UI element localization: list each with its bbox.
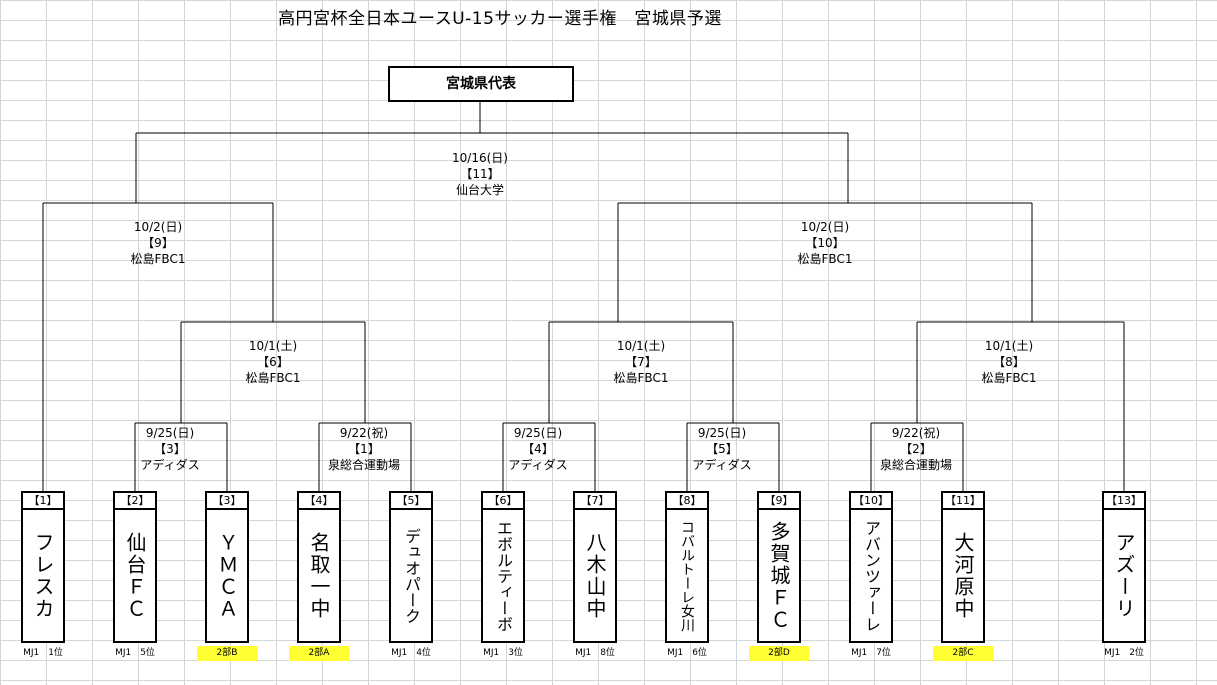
team-seed: 【7】 xyxy=(575,493,615,510)
team-box: 【9】 多賀城ＦＣ xyxy=(757,491,801,643)
team-box: 【13】 アズーリ xyxy=(1102,491,1146,643)
match-date: 9/22(祝) xyxy=(339,426,389,440)
team-box: 【2】 仙台ＦＣ xyxy=(113,491,157,643)
team-seed: 【9】 xyxy=(759,493,799,510)
team-name: アバンツァーレ xyxy=(862,519,881,632)
match-date: 10/1(土) xyxy=(248,339,298,353)
team-box: 【1】 フレスカ xyxy=(21,491,65,643)
team-box: 【10】 アバンツァーレ xyxy=(849,491,893,643)
match-number: 【3】 xyxy=(154,442,186,456)
match-number: 【8】 xyxy=(993,355,1025,369)
team-box: 【4】 名取一中 xyxy=(297,491,341,643)
match-label-9: 10/2(日) 【9】 松島FBC1 xyxy=(131,219,186,267)
team-seed: 【11】 xyxy=(943,493,983,510)
match-number: 【6】 xyxy=(257,355,289,369)
team-name: 八木山中 xyxy=(583,531,607,620)
team-box: 【3】 ＹＭＣＡ xyxy=(205,491,249,643)
match-venue: 泉総合運動場 xyxy=(879,458,953,472)
match-venue: 松島FBC1 xyxy=(245,371,301,385)
match-date: 10/16(日) xyxy=(452,151,508,165)
team-rank: MJ1 2位 xyxy=(1104,648,1144,658)
match-date: 10/1(土) xyxy=(984,339,1034,353)
match-venue: 仙台大学 xyxy=(455,183,505,197)
match-label-4: 9/25(日) 【4】 アディダス xyxy=(508,425,567,473)
team-name: コバルトーレ女川 xyxy=(679,519,695,632)
team-seed: 【8】 xyxy=(667,493,707,510)
team-box: 【7】 八木山中 xyxy=(573,491,617,643)
team-name: 多賀城ＦＣ xyxy=(767,520,791,631)
match-label-3: 9/25(日) 【3】 アディダス xyxy=(140,425,199,473)
team-name: フレスカ xyxy=(31,531,55,620)
team-seed: 【1】 xyxy=(23,493,63,510)
team-name: 大河原中 xyxy=(951,531,975,620)
match-number: 【4】 xyxy=(522,442,554,456)
match-label-2: 9/22(祝) 【2】 泉総合運動場 xyxy=(880,425,952,473)
team-seed: 【2】 xyxy=(115,493,155,510)
match-label-10: 10/2(日) 【10】 松島FBC1 xyxy=(798,219,853,267)
team-rank: 2部B xyxy=(197,646,257,661)
team-seed: 【5】 xyxy=(391,493,431,510)
team-name: 名取一中 xyxy=(307,531,331,620)
match-number: 【9】 xyxy=(142,236,174,250)
match-number: 【11】 xyxy=(460,167,500,181)
match-venue: アディダス xyxy=(508,458,568,472)
team-box: 【8】 コバルトーレ女川 xyxy=(665,491,709,643)
team-rank: MJ1 5位 xyxy=(115,648,155,658)
team-seed: 【3】 xyxy=(207,493,247,510)
match-date: 9/25(日) xyxy=(145,426,195,440)
team-rank: 2部A xyxy=(289,646,349,661)
match-number: 【1】 xyxy=(348,442,380,456)
match-venue: 松島FBC1 xyxy=(130,252,186,266)
team-name: 仙台ＦＣ xyxy=(123,531,147,620)
match-date: 10/2(日) xyxy=(133,220,183,234)
team-rank: 2部C xyxy=(933,646,993,661)
team-box: 【11】 大河原中 xyxy=(941,491,985,643)
match-label-7: 10/1(土) 【7】 松島FBC1 xyxy=(614,338,669,386)
match-venue: アディダス xyxy=(140,458,200,472)
team-seed: 【4】 xyxy=(299,493,339,510)
team-rank: MJ1 1位 xyxy=(23,648,63,658)
match-venue: 松島FBC1 xyxy=(613,371,669,385)
team-name: ＹＭＣＡ xyxy=(215,531,239,620)
match-label-11: 10/16(日) 【11】 仙台大学 xyxy=(452,150,508,198)
team-rank: MJ1 8位 xyxy=(575,648,615,658)
team-seed: 【10】 xyxy=(851,493,891,510)
match-number: 【7】 xyxy=(625,355,657,369)
match-date: 9/22(祝) xyxy=(891,426,941,440)
team-name: エボルティーボ xyxy=(494,519,513,632)
champion-box: 宮城県代表 xyxy=(388,66,574,102)
match-venue: 松島FBC1 xyxy=(981,371,1037,385)
match-date: 10/1(土) xyxy=(616,339,666,353)
match-date: 10/2(日) xyxy=(800,220,850,234)
match-number: 【10】 xyxy=(805,236,845,250)
match-venue: アディダス xyxy=(692,458,752,472)
match-label-5: 9/25(日) 【5】 アディダス xyxy=(692,425,751,473)
match-date: 9/25(日) xyxy=(697,426,747,440)
page-title: 高円宮杯全日本ユースU-15サッカー選手権 宮城県予選 xyxy=(278,9,722,29)
team-rank: 2部D xyxy=(749,646,809,661)
team-rank: MJ1 7位 xyxy=(851,648,891,658)
team-rank: MJ1 6位 xyxy=(667,648,707,658)
team-name: アズーリ xyxy=(1112,531,1136,620)
match-number: 【2】 xyxy=(900,442,932,456)
team-name: デュオパーク xyxy=(402,527,421,624)
team-box: 【5】 デュオパーク xyxy=(389,491,433,643)
match-venue: 松島FBC1 xyxy=(797,252,853,266)
team-rank: MJ1 3位 xyxy=(483,648,523,658)
match-venue: 泉総合運動場 xyxy=(327,458,401,472)
match-label-8: 10/1(土) 【8】 松島FBC1 xyxy=(982,338,1037,386)
match-number: 【5】 xyxy=(706,442,738,456)
match-label-1: 9/22(祝) 【1】 泉総合運動場 xyxy=(328,425,400,473)
match-label-6: 10/1(土) 【6】 松島FBC1 xyxy=(246,338,301,386)
team-rank: MJ1 4位 xyxy=(391,648,431,658)
team-seed: 【13】 xyxy=(1104,493,1144,510)
match-date: 9/25(日) xyxy=(513,426,563,440)
team-box: 【6】 エボルティーボ xyxy=(481,491,525,643)
team-seed: 【6】 xyxy=(483,493,523,510)
